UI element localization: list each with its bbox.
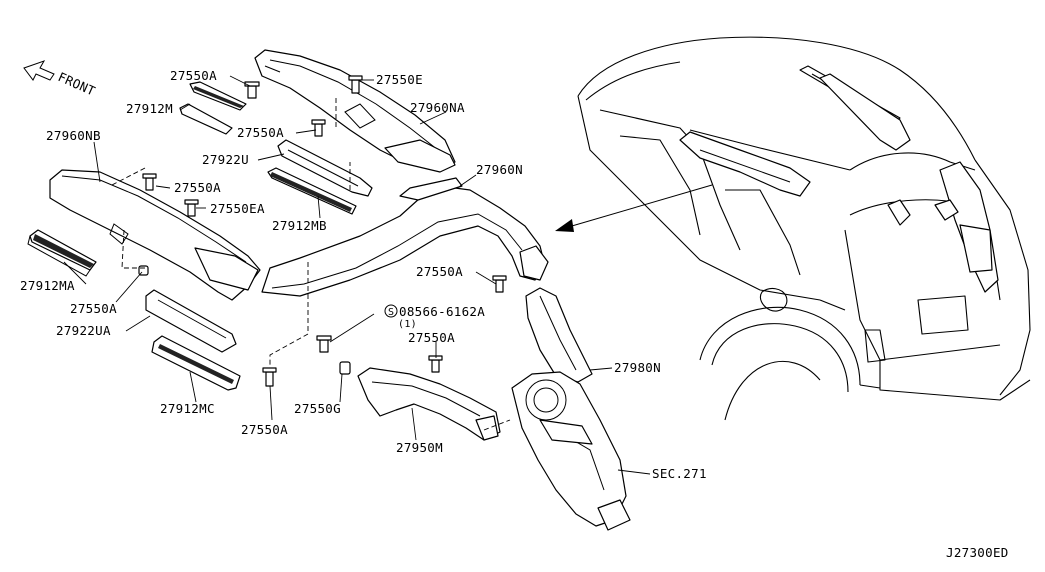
screw-27550A-right bbox=[492, 275, 507, 293]
label-27550A-right: 27550A bbox=[416, 264, 463, 279]
label-27960NB: 27960NB bbox=[46, 128, 101, 143]
duct-27950M bbox=[357, 367, 501, 441]
finisher-27922UA bbox=[145, 289, 237, 353]
label-27550A-bottom: 27550A bbox=[241, 422, 288, 437]
label-27550EA: 27550EA bbox=[210, 201, 265, 216]
vehicle-outline bbox=[577, 36, 1031, 421]
label-27960N: 27960N bbox=[476, 162, 523, 177]
screw-symbol-text: S bbox=[388, 307, 394, 318]
label-27550A-duct: 27550A bbox=[408, 330, 455, 345]
finisher-27922U bbox=[277, 139, 373, 197]
label-27922UA: 27922UA bbox=[56, 323, 111, 338]
location-arrow-icon bbox=[555, 184, 713, 232]
blower-unit-sec271 bbox=[511, 371, 631, 531]
leader-lines bbox=[63, 75, 651, 475]
label-27550A-left: 27550A bbox=[174, 180, 221, 195]
screw-08566 bbox=[316, 335, 332, 353]
label-27550A-mid: 27550A bbox=[237, 125, 284, 140]
grille-27912MB bbox=[267, 167, 357, 215]
label-27950M: 27950M bbox=[396, 440, 443, 455]
label-27980N: 27980N bbox=[614, 360, 661, 375]
label-27550A-top: 27550A bbox=[170, 68, 217, 83]
screw-27550A-left bbox=[142, 173, 157, 191]
front-label: FRONT bbox=[56, 69, 98, 99]
grille-27912MC bbox=[151, 335, 241, 391]
label-27550G: 27550G bbox=[294, 401, 341, 416]
duct-27960NB bbox=[49, 169, 261, 301]
label-08566-qty: (1) bbox=[398, 319, 417, 330]
screw-27550EA bbox=[184, 199, 199, 217]
label-27912M: 27912M bbox=[126, 101, 173, 116]
label-27912MA: 27912MA bbox=[20, 278, 75, 293]
diagram-code: J27300ED bbox=[946, 545, 1009, 560]
label-27912MB: 27912MB bbox=[272, 218, 327, 233]
duct-27960N bbox=[261, 177, 549, 297]
label-27550E: 27550E bbox=[376, 72, 423, 87]
part-labels: 27550A 27550E 27912M 27550A 27960NA 2796… bbox=[20, 68, 707, 481]
screw-27550A-bottom bbox=[262, 367, 277, 387]
grille-27912MA bbox=[27, 229, 97, 277]
screw-symbol-icon: S bbox=[384, 304, 398, 318]
front-arrow-icon bbox=[23, 60, 55, 81]
label-27922U: 27922U bbox=[202, 152, 249, 167]
screw-27550A-mid bbox=[311, 119, 326, 137]
screw-27550E bbox=[348, 75, 363, 94]
label-27960NA: 27960NA bbox=[410, 100, 465, 115]
screw-27550A-duct bbox=[428, 355, 443, 373]
label-sec271: SEC.271 bbox=[652, 466, 707, 481]
label-27912MC: 27912MC bbox=[160, 401, 215, 416]
grille-27912M bbox=[179, 81, 247, 135]
duct-27980N bbox=[525, 287, 593, 383]
label-27550A-lower: 27550A bbox=[70, 301, 117, 316]
clip-27550G bbox=[339, 361, 351, 375]
alignment-lines bbox=[111, 98, 511, 431]
label-08566: 08566-6162A bbox=[399, 304, 485, 319]
duct-27960NA bbox=[254, 49, 456, 173]
